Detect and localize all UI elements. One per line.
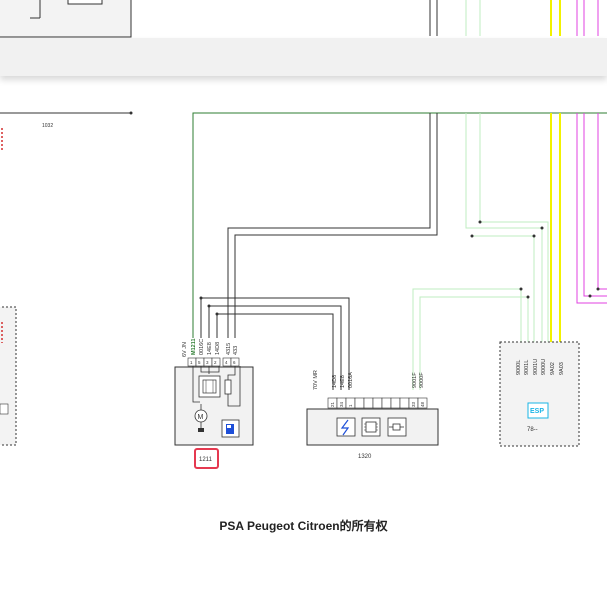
esp-wire-label: 9001L (524, 360, 530, 375)
pump-wire-label: 433 (233, 346, 239, 355)
pump-pin-strip: 1 5 3 2 4 6 (187, 357, 240, 367)
pump-pin-number: 1 (190, 360, 193, 365)
motor-icon: M (194, 404, 208, 432)
ecu-block[interactable]: 70V MR 14D8 14E8 0016A 9001F 9000F 21 34… (306, 370, 439, 460)
left-ref-label: 1032 (42, 123, 53, 129)
ecu-pin-number: 1 (348, 404, 353, 407)
esp-wire-label: 9001U (533, 359, 539, 375)
ecu-wire-label: 0016A (348, 372, 354, 388)
relay-icon (198, 375, 221, 398)
pump-pin-number: 3 (206, 360, 209, 365)
ecu-pin-number: 34 (339, 401, 344, 407)
pump-pin-number: 6 (233, 360, 236, 365)
ecu-pin-number: 48 (420, 401, 425, 407)
selected-component-highlight (194, 448, 219, 469)
esp-wire-label: 9A02 (550, 362, 556, 375)
pump-wire-label: M1211 (191, 338, 197, 355)
injector-icon (387, 417, 407, 437)
esp-component-id[interactable]: 78-- (527, 427, 538, 433)
ecu-connector-label: 70V MR (313, 370, 319, 390)
ecu-wire-label: 9001F (412, 372, 418, 388)
copyright-text: PSA Peugeot Citroen的所有权 (219, 519, 388, 533)
ecu-wire-label: 14D8 (332, 375, 338, 388)
ecu-pin-number: 21 (330, 401, 335, 407)
ecu-wire-label: 14E8 (340, 375, 346, 388)
ecu-wire-label: 9000F (419, 372, 425, 388)
pump-component-id[interactable]: 1211 (199, 457, 213, 463)
ecu-component-id[interactable]: 1320 (358, 454, 372, 460)
left-partial-component: 1032 (0, 111, 133, 446)
pump-connector-label: 6V JN (182, 342, 188, 357)
esp-wire-label: 9000U (541, 359, 547, 375)
sender-resistor-icon (224, 379, 232, 395)
esp-wire-label: 9000L (516, 360, 522, 375)
esp-block[interactable]: 9000L 9001L 9001U 9000U 9A02 9A03 ESP 78… (499, 341, 580, 447)
pump-wire-label: 14D8 (215, 342, 221, 355)
pump-wire-label: 14E8 (207, 342, 213, 355)
esp-wire-label: 9A03 (559, 362, 565, 375)
fuel-gauge-icon (221, 419, 240, 438)
svg-text:M: M (198, 414, 204, 421)
esp-body (499, 341, 580, 447)
lightning-icon (336, 417, 356, 437)
pump-wire-label: 4315 (226, 343, 232, 355)
pump-pin-number: 2 (214, 360, 217, 365)
top-clipped-area (0, 0, 599, 38)
pump-pin-number: 5 (198, 360, 201, 365)
esp-icon: ESP (527, 402, 549, 419)
esp-icon-text: ESP (530, 408, 544, 415)
ecu-pin-strip: 21 34 1 33 48 (327, 397, 428, 409)
header-band (0, 38, 607, 76)
ecu-pin-number: 33 (411, 401, 416, 407)
fuel-pump-block[interactable]: 6V JN M1211 0016C 14E8 14D8 4315 433 1 5… (174, 338, 254, 469)
pump-pin-number: 4 (225, 360, 228, 365)
pump-wire-label: 0016C (199, 339, 205, 355)
chip-icon (361, 417, 381, 437)
